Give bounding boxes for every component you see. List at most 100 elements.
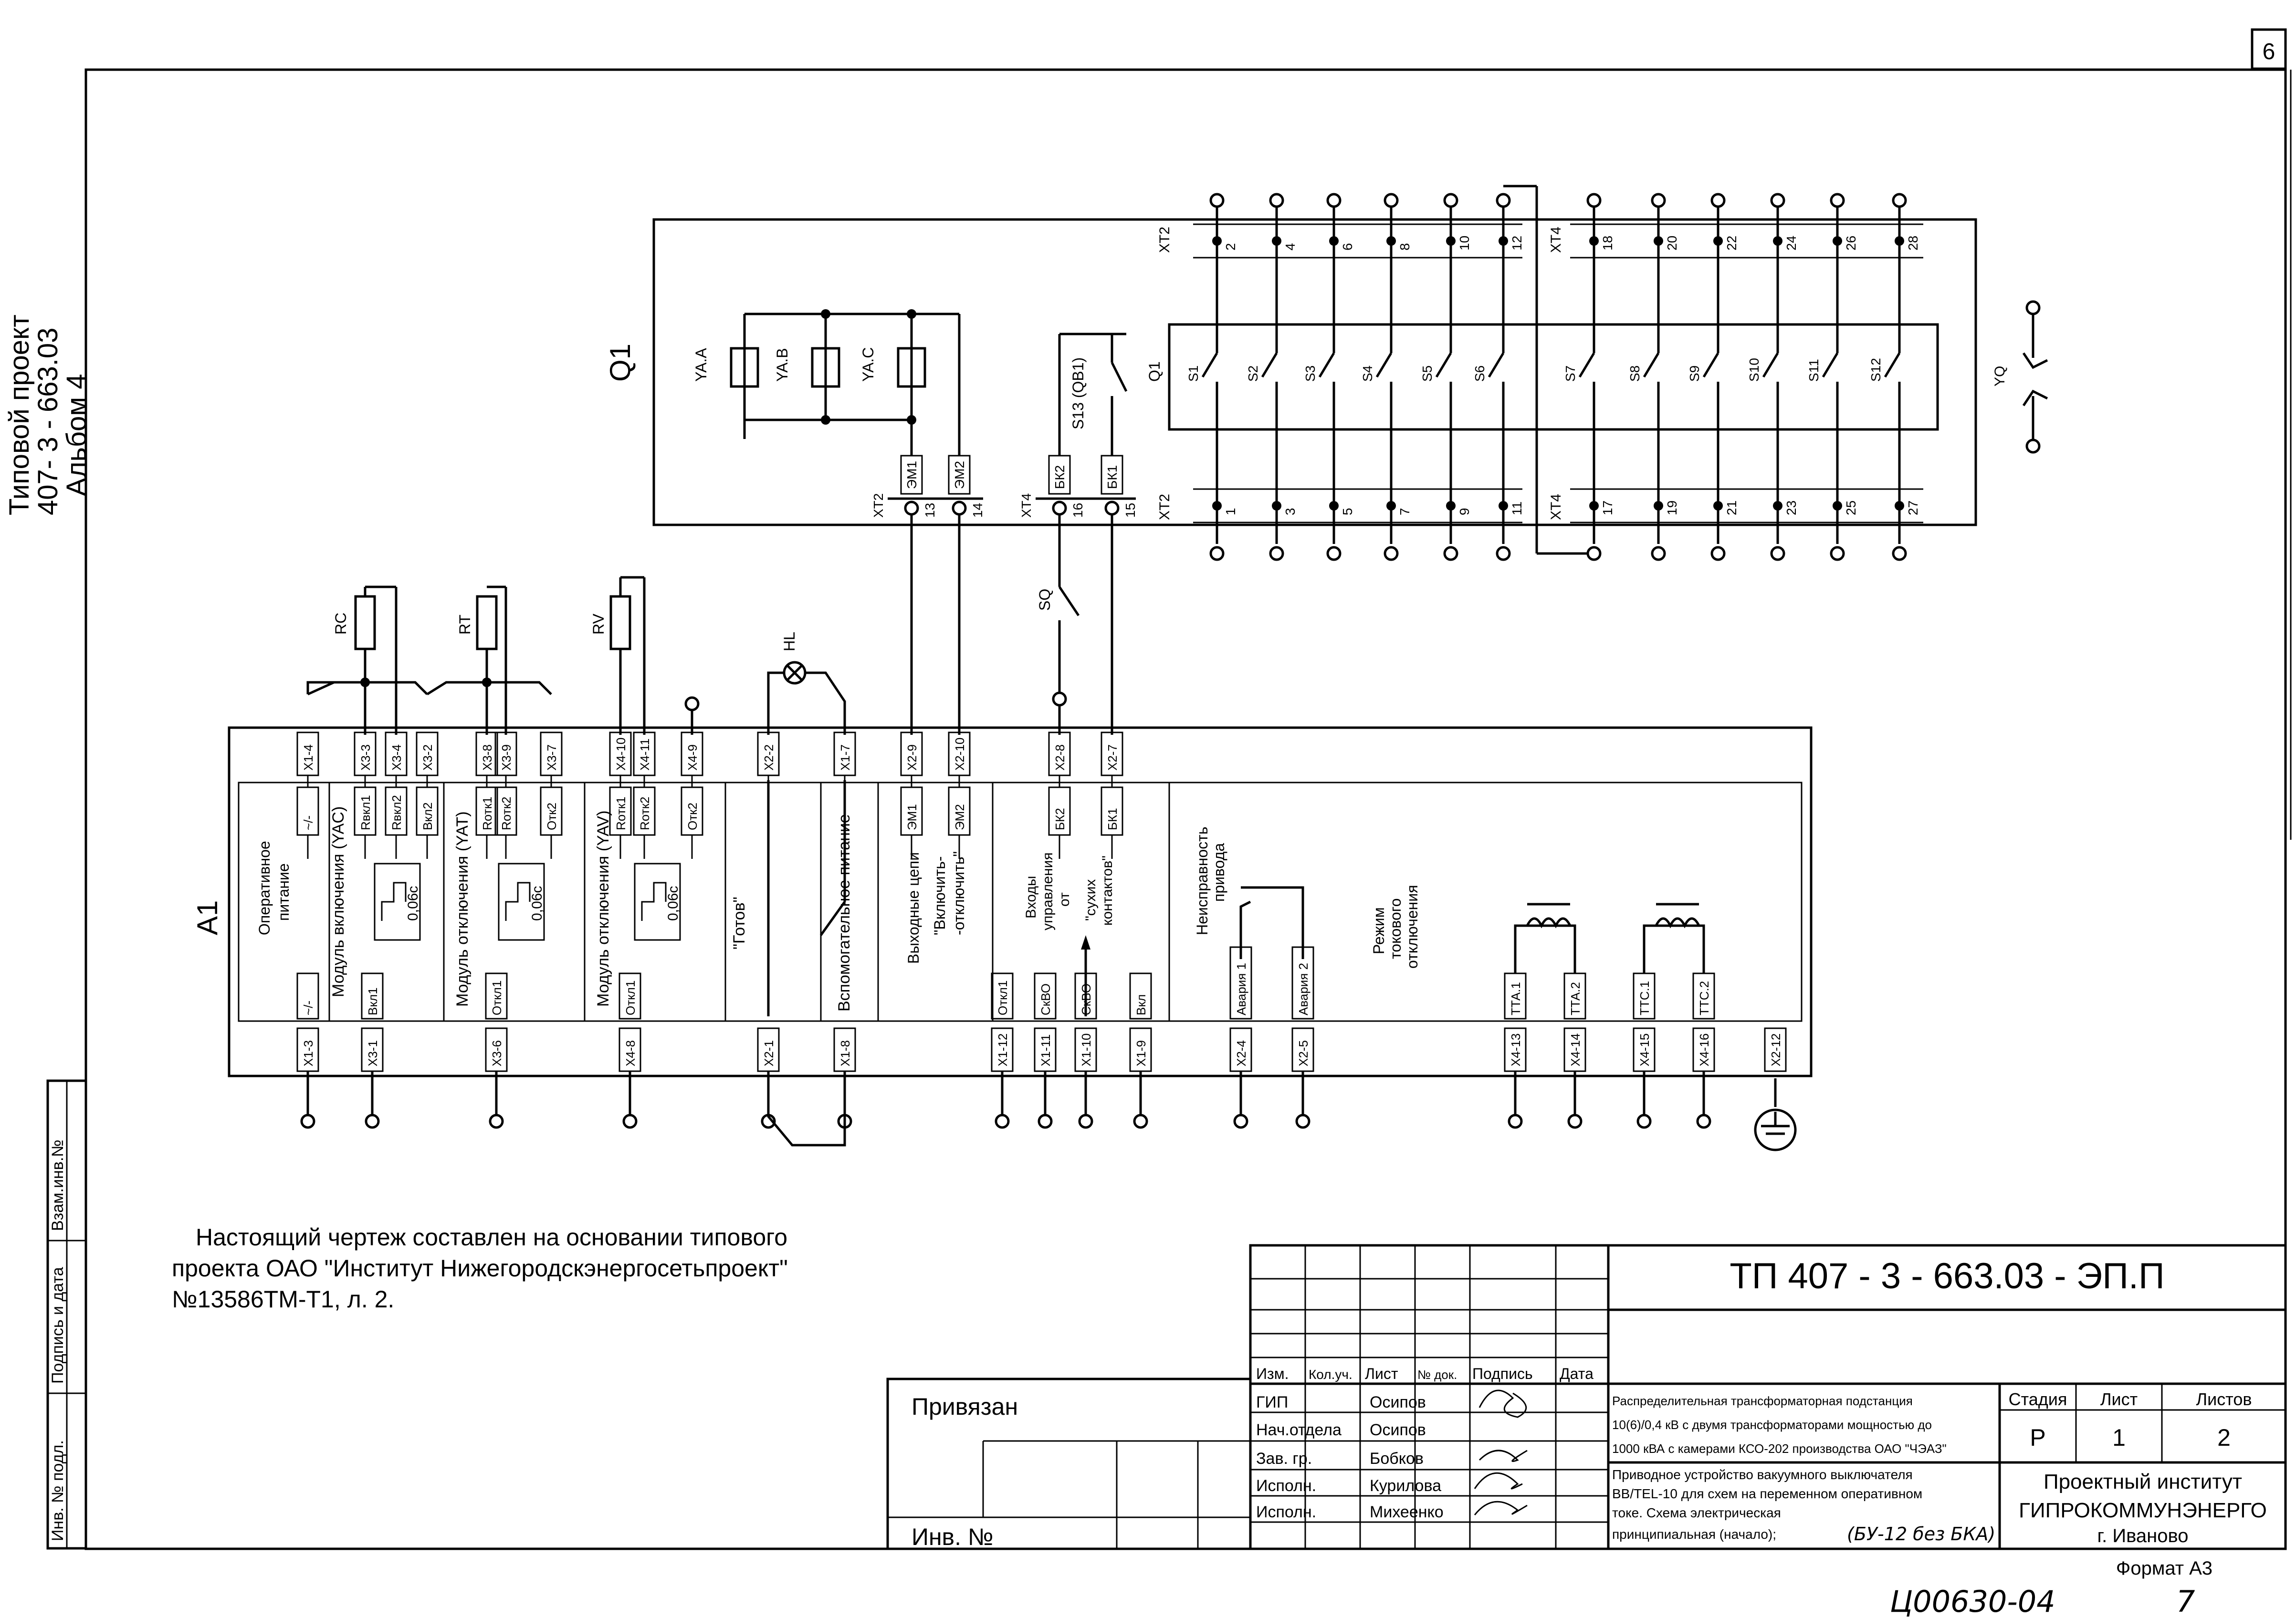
svg-text:XT4: XT4 [1548, 494, 1564, 520]
a1-top-terminal: X2-8 [1053, 744, 1067, 771]
timer-blocks: 0,06с 0,06с 0,06с [374, 863, 681, 941]
a1-top-terminal: X3-8 [480, 744, 494, 771]
svg-text:SQ: SQ [1036, 589, 1053, 611]
terminal-label: 5 [1340, 508, 1355, 515]
a1-inner-bottom: Откл1 [623, 981, 638, 1015]
svg-text:Инв. №: Инв. № [912, 1524, 994, 1550]
a1-inner-top: ~/- [301, 815, 315, 830]
svg-text:Инв. № подл.: Инв. № подл. [49, 1440, 67, 1541]
document-code: ТП 407 - 3 - 663.03 - ЭП.П [1730, 1256, 2164, 1296]
svg-text:Осипов: Осипов [1370, 1421, 1426, 1439]
svg-text:"Включить-: "Включить- [931, 856, 948, 935]
svg-text:Нач.отдела: Нач.отдела [1256, 1421, 1342, 1439]
a1-inner-bottom: Откл1 [490, 981, 504, 1015]
a1-inner-top: Rотк2 [499, 797, 514, 830]
a1-bottom-terminal: X1-9 [1134, 1040, 1148, 1066]
a1-inner-bottom: Авария 2 [1296, 963, 1311, 1015]
a1-bottom-terminal: X2-4 [1234, 1040, 1248, 1066]
terminal-label: 2 [1223, 243, 1238, 251]
a1-top-terminal: X4-9 [685, 744, 700, 771]
svg-text:Зав. гр.: Зав. гр. [1256, 1450, 1312, 1468]
svg-text:Михеенко: Михеенко [1370, 1503, 1444, 1521]
svg-text:"сухих: "сухих [1083, 879, 1099, 921]
a1-inner-top: Rотк1 [480, 797, 494, 830]
switch-label: S5 [1420, 365, 1435, 382]
terminal-label: 21 [1724, 501, 1739, 515]
q1-yq: YQ [1992, 302, 2048, 452]
a1-top-terminal: X2-10 [953, 738, 967, 771]
svg-text:Модуль отключения (YAV): Модуль отключения (YAV) [594, 811, 612, 1007]
svg-text:Выходные цепи: Выходные цепи [905, 852, 922, 964]
terminal-label: 18 [1600, 236, 1615, 251]
svg-text:ГИП: ГИП [1256, 1393, 1288, 1411]
svg-text:управления: управления [1040, 852, 1056, 930]
svg-text:ГИПРОКОММУНЭНЕРГО: ГИПРОКОММУНЭНЕРГО [2019, 1499, 2267, 1522]
terminal-label: 20 [1665, 236, 1679, 251]
svg-text:Бобков: Бобков [1370, 1450, 1424, 1468]
format-label: Формат А3 [2116, 1558, 2212, 1579]
svg-text:БК1: БК1 [1105, 465, 1120, 489]
svg-text:Настоящий чертеж составлен на: Настоящий чертеж составлен на основании … [196, 1224, 787, 1251]
svg-text:Р: Р [2030, 1424, 2045, 1451]
a1-bottom-terminal: X1-12 [996, 1033, 1010, 1066]
svg-text:БК2: БК2 [1052, 465, 1067, 489]
switch-label: S6 [1472, 365, 1487, 382]
signatures [1474, 1389, 1528, 1515]
svg-text:Q1: Q1 [604, 344, 636, 382]
svg-text:Лист: Лист [2100, 1389, 2138, 1409]
svg-text:YA.B: YA.B [774, 348, 791, 382]
svg-text:HL: HL [781, 632, 798, 651]
svg-text:отключения: отключения [1404, 885, 1421, 969]
terminal-label: 26 [1844, 236, 1858, 251]
a1-inner-bottom: ~/- [301, 1001, 315, 1015]
a1-inner-bottom: Вкл1 [366, 987, 380, 1015]
svg-text:токе. Схема элект: токе. Схема электрическая [1612, 1505, 1781, 1520]
svg-text:№13586ТМ-Т1, л. 2.: №13586ТМ-Т1, л. 2. [172, 1286, 394, 1313]
a1-inner-bottom: СкВО [1038, 983, 1053, 1015]
q1-contact-group: Q1 XT2 XT2 XT4 XT4 21S143S265S387S4109S5… [1146, 185, 1939, 560]
svg-text:0,06с: 0,06с [405, 886, 421, 921]
a1-bottom-terminal: X4-13 [1509, 1033, 1523, 1066]
svg-text:YQ: YQ [1992, 366, 2008, 386]
a1-inner-top: Rвкл2 [389, 795, 404, 830]
svg-text:XT2: XT2 [1157, 227, 1173, 253]
svg-text:Модуль включения (YAC): Модуль включения (YAC) [329, 806, 347, 997]
svg-text:2: 2 [2217, 1424, 2231, 1451]
a1-top-terminal: X2-2 [762, 744, 776, 771]
a1-inner-top: ЭМ1 [905, 804, 919, 830]
svg-text:Кол.уч.: Кол.уч. [1309, 1367, 1352, 1382]
svg-text:привода: привода [1210, 843, 1227, 902]
svg-text:Приводное устройство вакуумног: Приводное устройство вакуумного выключат… [1612, 1467, 1913, 1482]
svg-text:(БУ-12 без БКА): (БУ-12 без БКА) [1847, 1524, 1995, 1545]
svg-text:15: 15 [1123, 503, 1138, 518]
svg-text:токового: токового [1387, 898, 1404, 959]
svg-text:YA.C: YA.C [860, 347, 877, 382]
svg-text:0,06с: 0,06с [529, 886, 545, 921]
terminal-label: 7 [1397, 508, 1412, 515]
svg-text:Исполн.: Исполн. [1256, 1477, 1316, 1495]
svg-text:RT: RT [456, 615, 473, 635]
q1-coils: YA.A YA.B YA.C ЭМ1 ЭМ2 13 14 XT2 [692, 309, 985, 518]
a1-inner-bottom: ТТА.2 [1568, 982, 1583, 1015]
svg-text:Оперативное: Оперативное [256, 841, 273, 935]
a1-top-terminal: X3-4 [389, 744, 404, 771]
svg-text:Q1: Q1 [1146, 361, 1163, 382]
a1-inner-top: Rвкл1 [358, 795, 373, 830]
svg-text:Модуль отключения (YAT): Модуль отключения (YAT) [453, 811, 472, 1007]
a1-bottom-terminal: X2-1 [762, 1040, 776, 1066]
a1-top-terminal: X2-9 [905, 744, 919, 771]
a1-bottom-terminal: X1-11 [1038, 1034, 1053, 1066]
archive-number: Ц00630-04 [1890, 1584, 2055, 1618]
a1-inner-bottom: ТТА.1 [1509, 982, 1523, 1015]
svg-text:Подпись и дата: Подпись и дата [49, 1267, 67, 1384]
a1-inner-top: Rотк2 [638, 797, 652, 830]
svg-text:Распределительная трансформато: Распределительная трансформаторная подст… [1612, 1394, 1913, 1408]
terminal-label: 27 [1906, 501, 1920, 515]
terminal-label: 24 [1784, 236, 1799, 251]
q1-aux-switch: S13 (QB1) БК2 БК1 16 15 XT4 [1019, 333, 1138, 518]
a1-inner-bottom: Вкл [1134, 994, 1148, 1015]
switch-label: S7 [1563, 365, 1578, 382]
svg-text:контактов": контактов" [1100, 856, 1115, 926]
a1-inner-top: Вкл2 [420, 802, 435, 830]
switch-label: S11 [1806, 359, 1821, 382]
